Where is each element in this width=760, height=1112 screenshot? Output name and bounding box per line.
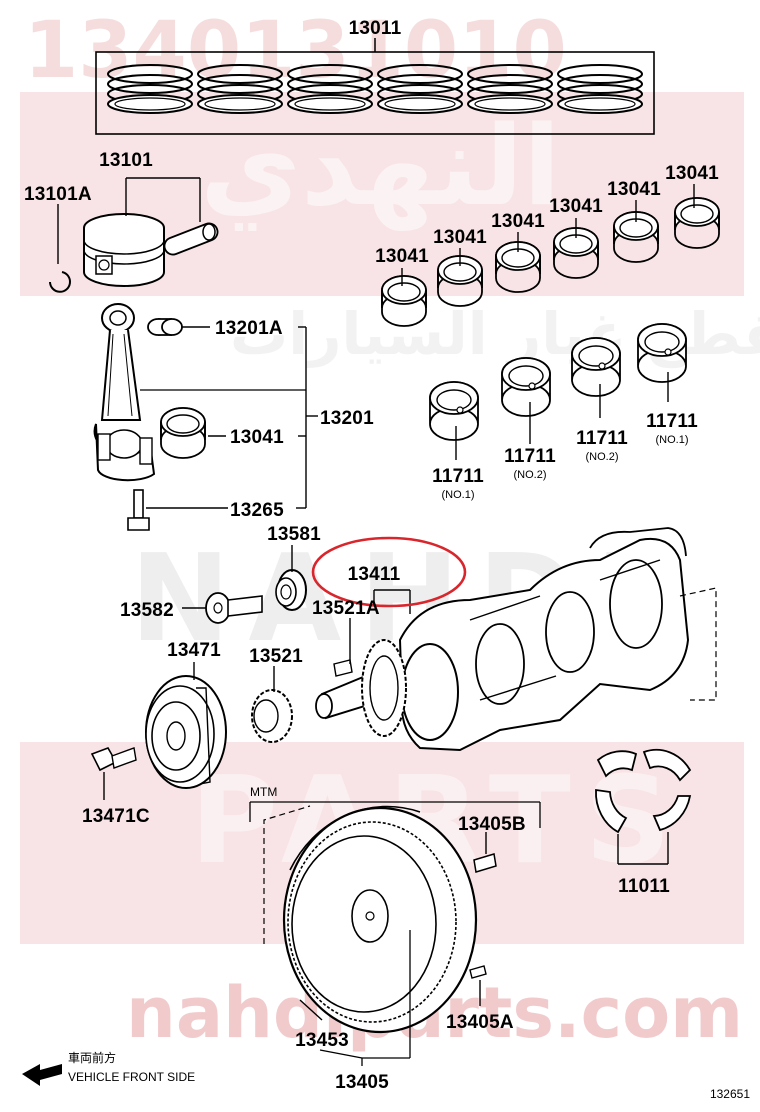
figure-number: 132651 [710, 1087, 750, 1101]
flywheel [282, 805, 478, 1034]
crank-washer [275, 545, 307, 611]
label-11711-2-note: (NO.2) [514, 469, 547, 481]
crank-key [333, 659, 353, 677]
label-13041-main-4: 13041 [549, 196, 603, 217]
main-bearings [381, 184, 720, 327]
label-11711-2: 11711 [504, 446, 556, 467]
label-13201A: 13201A [215, 318, 283, 339]
label-13582: 13582 [120, 600, 174, 621]
label-11711-4: 11711 [646, 411, 698, 432]
label-13041-main-5: 13041 [607, 179, 661, 200]
direction-japanese: 車両前方 [68, 1050, 116, 1065]
label-13041-conrod: 13041 [230, 427, 284, 448]
label-11711-4-note: (NO.1) [656, 434, 689, 446]
label-13101: 13101 [99, 150, 153, 171]
label-13521: 13521 [249, 646, 303, 667]
label-11711-3-note: (NO.2) [586, 451, 619, 463]
label-13581: 13581 [267, 524, 321, 545]
conrod-bushing [147, 318, 210, 336]
crankshaft-callout [349, 589, 411, 664]
label-11011: 11011 [618, 876, 670, 897]
label-13041-main-1: 13041 [375, 246, 429, 267]
flywheel-callout [299, 930, 411, 1066]
thrust-bearings [429, 323, 687, 460]
label-MTM: MTM [250, 785, 277, 799]
conrod-bearing [160, 407, 226, 459]
direction-english: VEHICLE FRONT SIDE [68, 1070, 195, 1084]
label-13041-main-2: 13041 [433, 227, 487, 248]
pulley-bolt-c [90, 747, 137, 800]
conrod-bracket [140, 326, 318, 509]
timing-gear [251, 666, 293, 743]
piston-ring-set [95, 38, 655, 135]
label-13011: 13011 [349, 18, 402, 39]
label-13201: 13201 [320, 408, 374, 429]
label-13405A: 13405A [446, 1012, 514, 1033]
crankshaft [315, 527, 717, 752]
crank-gear [361, 639, 407, 737]
label-13265: 13265 [230, 500, 284, 521]
label-13453: 13453 [295, 1030, 349, 1051]
label-13101A: 13101A [24, 184, 92, 205]
watermark-arabic-1: النهدي [200, 102, 561, 230]
label-13405B: 13405B [458, 814, 526, 835]
highlight-circle [311, 536, 467, 608]
conrod-bolt [127, 489, 228, 531]
label-11711-1: 11711 [432, 466, 484, 487]
crank-pulley [145, 662, 227, 789]
snap-ring [49, 204, 71, 293]
label-13405: 13405 [335, 1072, 389, 1093]
flywheel-bolt [473, 832, 497, 873]
piston [83, 177, 201, 287]
label-13041-main-6: 13041 [665, 163, 719, 184]
pulley-bolt [182, 592, 263, 624]
dowel-pin [469, 965, 487, 1006]
label-11711-3: 11711 [576, 428, 628, 449]
piston-pin [163, 222, 219, 256]
label-13471C: 13471C [82, 806, 150, 827]
label-11711-1-note: (NO.1) [442, 489, 475, 501]
ring-set-box [95, 51, 655, 135]
connecting-rod [93, 303, 156, 482]
flywheel-group [249, 801, 541, 944]
thrust-washers [595, 748, 692, 865]
label-13521A: 13521A [312, 598, 380, 619]
label-13041-main-3: 13041 [491, 211, 545, 232]
watermark-part-number: 1340131010 [24, 6, 567, 96]
label-13471: 13471 [167, 640, 221, 661]
vehicle-front-arrow [22, 1064, 62, 1086]
label-13411: 13411 [348, 564, 401, 585]
